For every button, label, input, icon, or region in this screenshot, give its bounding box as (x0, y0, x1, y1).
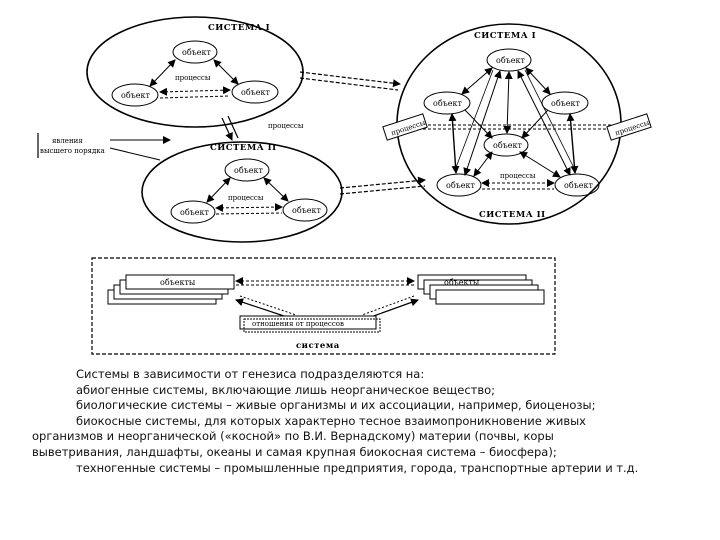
arrow-s1-to-right (299, 71, 401, 88)
text-line-2: абиогенные системы, включающие лишь неор… (76, 382, 496, 397)
right-object-lower-left: объект (446, 181, 475, 190)
right-object-middle: объект (493, 141, 522, 150)
right-object-stack: объекты (417, 274, 545, 305)
left-system-2: СИСТЕМА II объект объект объект процессы (141, 141, 343, 243)
left-system-2-title: СИСТЕМА II (210, 143, 277, 153)
genesis-description: Системы в зависимости от генезиса подраз… (32, 367, 692, 476)
left-system-1-title: СИСТЕМА I (208, 23, 270, 33)
left-s1-process-label: процессы (175, 74, 211, 82)
right-object-lower-right: объект (564, 181, 593, 190)
arrow-s2-to-right-2 (339, 185, 426, 195)
right-stack-label: объекты (444, 278, 480, 287)
text-line-4: биокосные системы, для которых характерн… (76, 413, 586, 428)
systems-diagram: СИСТЕМА I объект объект объект процессы … (37, 16, 652, 355)
right-system-2-title: СИСТЕМА II (479, 210, 546, 220)
bottom-panel-caption: система (296, 341, 340, 351)
side-label-line1: явления (52, 137, 83, 145)
left-s1-object-top: объект (182, 48, 211, 57)
bottom-panel: объекты объекты отношения от процессов с… (91, 257, 556, 355)
side-label-line2: высшего порядка (40, 147, 105, 155)
left-system-1: СИСТЕМА I объект объект объект процессы (86, 16, 304, 128)
left-systems-link: процессы (221, 115, 304, 141)
left-s2-object-top: объект (234, 166, 263, 175)
left-stack-label: объекты (160, 278, 196, 287)
text-line-3: биологические системы – живые организмы … (76, 398, 596, 413)
arrow-s1-to-right-2 (299, 77, 399, 91)
relations-label: отношения от процессов (252, 320, 344, 328)
right-combined-system: СИСТЕМА I СИСТЕМА II объект объект объек… (382, 23, 652, 225)
right-process-label: процессы (500, 172, 536, 180)
left-s2-object-left: объект (180, 208, 209, 217)
right-object-top: объект (496, 56, 525, 65)
right-object-upper-right: объект (551, 99, 580, 108)
left-s2-process-label: процессы (228, 194, 264, 202)
right-object-upper-left: объект (433, 99, 462, 108)
text-line-7: техногенные системы – промышленные предп… (76, 460, 639, 475)
text-line-6: выветривания, ландшафты, океаны и самая … (32, 444, 557, 459)
right-system-1-title: СИСТЕМА I (474, 31, 536, 41)
left-object-stack: объекты (107, 274, 235, 305)
left-s1-object-right: объект (241, 88, 270, 97)
between-process-label: процессы (268, 122, 304, 130)
side-label: явления высшего порядка (37, 133, 171, 161)
relations-box: отношения от процессов (239, 315, 381, 333)
text-line-1: Системы в зависимости от генезиса подраз… (76, 367, 425, 381)
right-left-process-tag: процессы (382, 113, 428, 141)
left-s1-object-left: объект (121, 91, 150, 100)
right-right-process-tag: процессы (606, 113, 652, 141)
arrow-s2-to-right (339, 176, 426, 189)
left-s2-object-right: объект (292, 206, 321, 215)
text-line-5: организмов и неорганической («косной» по… (32, 429, 554, 444)
